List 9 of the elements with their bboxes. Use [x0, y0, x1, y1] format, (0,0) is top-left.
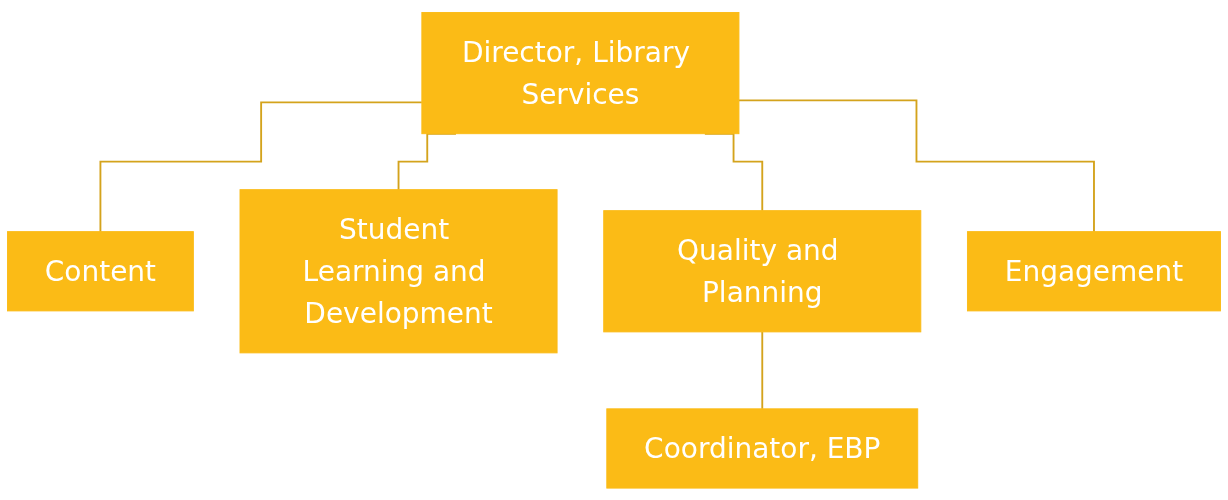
node-box: Coordinator, EBP [606, 408, 919, 489]
node-box: Quality and Planning [603, 209, 922, 333]
connector [761, 330, 764, 410]
node-box: Director, Library Services [421, 11, 740, 134]
node-box: Engagement [966, 230, 1221, 312]
node-box: Student Learning and Development [239, 188, 558, 354]
connector [738, 99, 1095, 233]
connector [99, 101, 423, 233]
node-box: Content [7, 230, 194, 312]
